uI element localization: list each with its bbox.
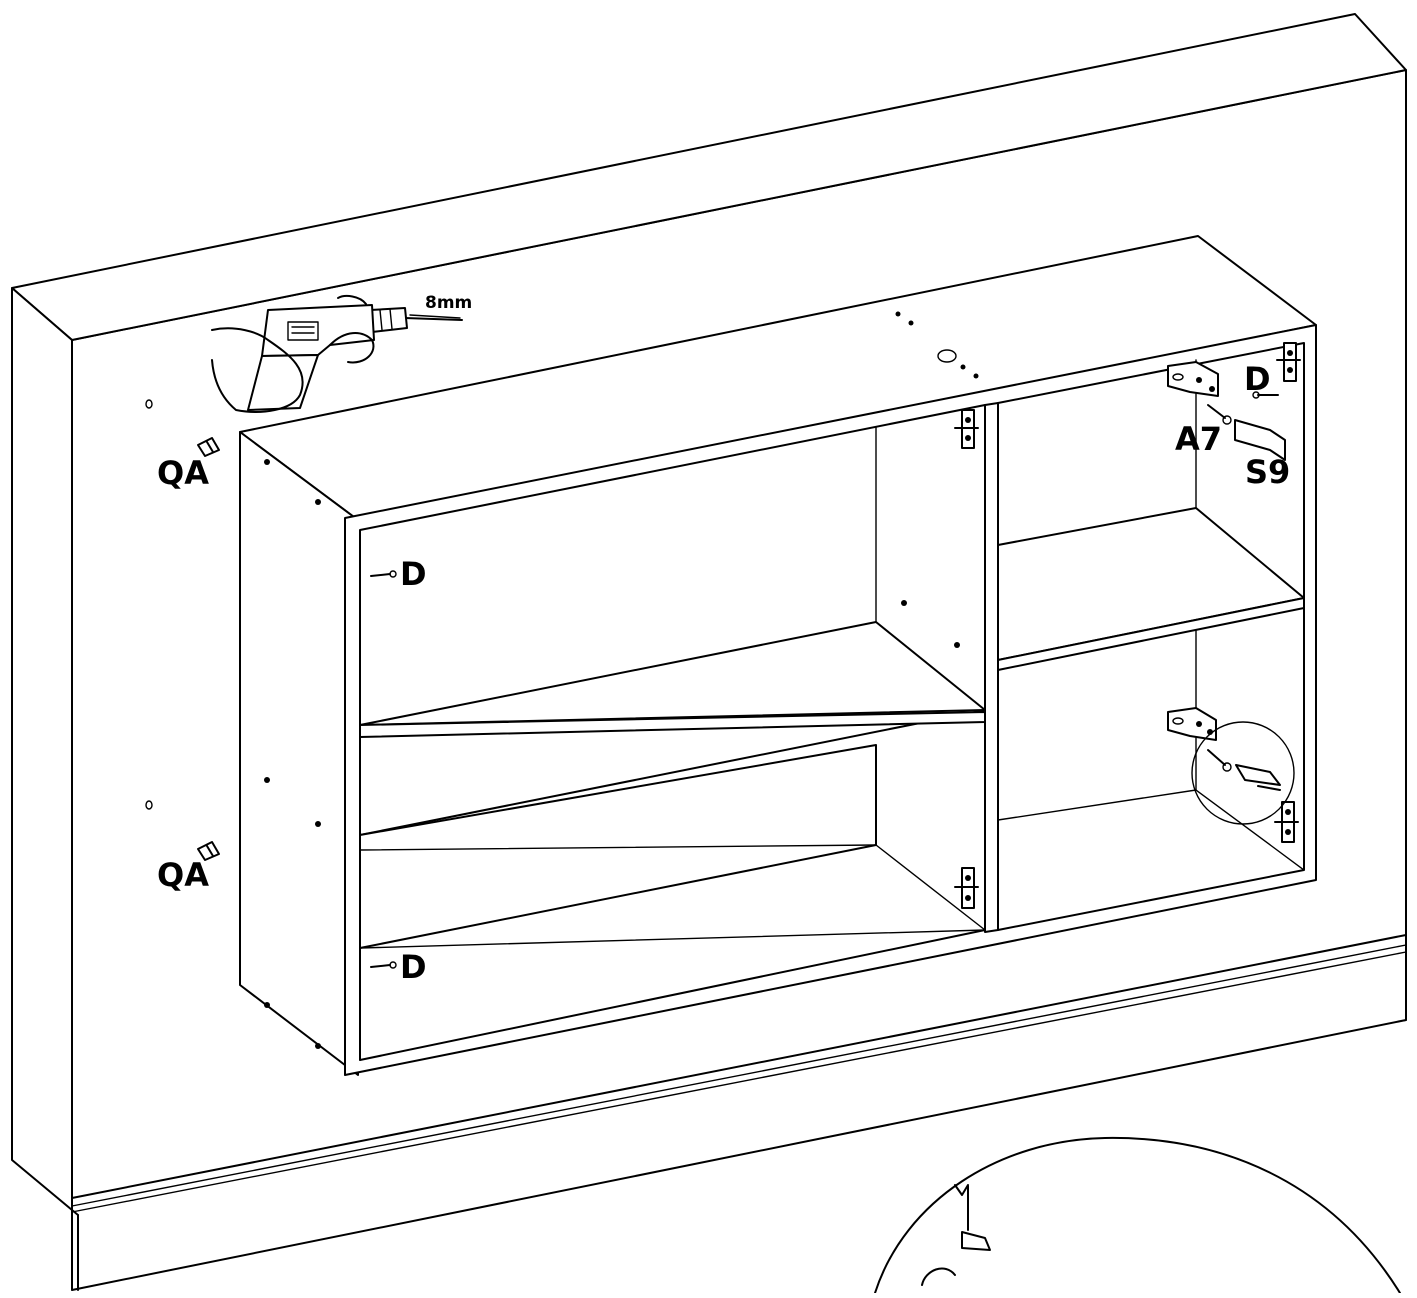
cable-hole bbox=[937, 349, 957, 363]
drill-icon bbox=[211, 295, 463, 413]
screw-icon bbox=[370, 961, 397, 969]
screw-label-right-top: D bbox=[1244, 360, 1271, 398]
screw-label-left-bottom: D bbox=[400, 948, 427, 986]
wall-side-face bbox=[11, 287, 73, 1211]
wall-plug-icon bbox=[197, 437, 220, 457]
bracket-icon bbox=[1234, 419, 1286, 461]
bracket-screw-label: A7 bbox=[1175, 420, 1222, 458]
screw-icon bbox=[1207, 749, 1232, 772]
cabinet bbox=[239, 235, 1317, 1076]
hinge-icon bbox=[954, 409, 979, 449]
detail-circle-icon bbox=[874, 1136, 1401, 1294]
wall-hole-bottom bbox=[145, 800, 153, 810]
bracket-label: S9 bbox=[1245, 453, 1290, 491]
bracket-icon bbox=[1167, 707, 1217, 741]
hinge-icon bbox=[1276, 342, 1301, 382]
screw-icon bbox=[370, 570, 397, 578]
drill-size-label: 8mm bbox=[425, 293, 472, 313]
detail-circle-icon bbox=[1191, 721, 1295, 825]
wall-plug-label-bottom: QA bbox=[157, 856, 209, 894]
screw-icon bbox=[1207, 404, 1232, 425]
cabinet-left-side bbox=[239, 431, 359, 1076]
wall-skirting bbox=[71, 934, 1407, 1291]
screw-label-left-top: D bbox=[400, 555, 427, 593]
hinge-icon bbox=[954, 867, 979, 909]
wall-hole-top bbox=[145, 399, 153, 409]
wall-plug-icon bbox=[197, 841, 220, 861]
bracket-icon bbox=[1167, 361, 1219, 397]
hinge-icon bbox=[1274, 801, 1299, 843]
wall-plug-label-top: QA bbox=[157, 454, 209, 492]
cabinet-divider bbox=[984, 402, 999, 933]
screw-icon bbox=[1252, 391, 1279, 399]
